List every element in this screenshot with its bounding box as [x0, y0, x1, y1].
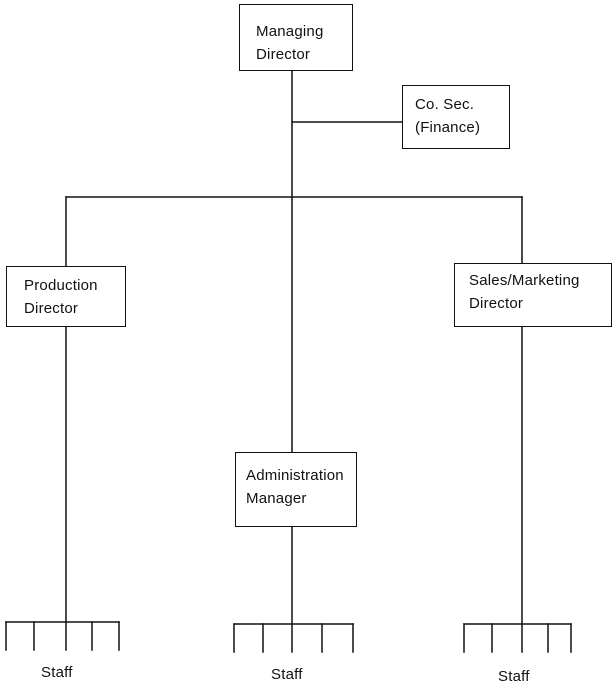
company-secretary-label-line1: Co. Sec. [415, 96, 475, 113]
administration-manager-box: Administration Manager [235, 452, 357, 527]
administration-manager-label-line1: Administration [246, 467, 344, 484]
sales-marketing-director-label-line2: Director [469, 295, 524, 312]
staff-comb-right [463, 623, 572, 653]
company-secretary-box: Co. Sec. (Finance) [402, 85, 510, 149]
production-director-label-line1: Production [24, 277, 98, 294]
company-secretary-label-line2: (Finance) [415, 119, 481, 136]
staff-comb-left [5, 621, 120, 651]
sales-marketing-director-box: Sales/Marketing Director [454, 263, 612, 327]
managing-director-box: Managing Director [239, 4, 353, 71]
managing-director-label-line1: Managing [256, 23, 324, 40]
production-director-box: Production Director [6, 266, 126, 327]
staff-comb-center [233, 623, 354, 653]
staff-label-administration: Staff [271, 666, 303, 683]
staff-label-production: Staff [41, 664, 73, 681]
managing-director-label-line2: Director [256, 46, 311, 63]
staff-label-sales: Staff [498, 668, 530, 685]
administration-manager-label-line2: Manager [246, 490, 307, 507]
production-director-label-line2: Director [24, 300, 79, 317]
sales-marketing-director-label-line1: Sales/Marketing [469, 272, 580, 289]
